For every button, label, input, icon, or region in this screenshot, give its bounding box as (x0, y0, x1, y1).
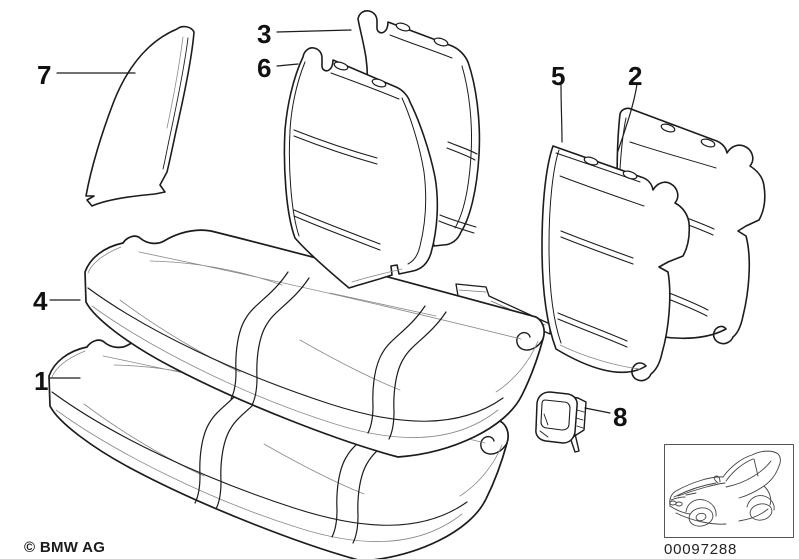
callout-leader-lines (49, 29, 638, 414)
callout-7[interactable]: 7 (37, 60, 52, 90)
leader-line-3 (276, 29, 352, 33)
leader-line-5 (560, 84, 563, 143)
callout-5[interactable]: 5 (551, 61, 566, 91)
diagram-reference-number: 00097288 (664, 541, 738, 558)
part-drawing-7-side-trim (85, 25, 195, 207)
leader-line-2 (617, 83, 638, 152)
vehicle-thumbnail (664, 444, 794, 538)
callout-2[interactable]: 2 (628, 61, 643, 91)
car-icon (669, 450, 781, 527)
leader-line-8 (584, 407, 611, 414)
callout-1[interactable]: 1 (34, 366, 49, 396)
part-drawing-6-backrest (283, 47, 439, 289)
callout-8[interactable]: 8 (613, 402, 628, 432)
callout-3[interactable]: 3 (257, 19, 272, 49)
part-drawing-8-latch (535, 391, 587, 453)
copyright-notice: © BMW AG (24, 539, 106, 556)
callout-4[interactable]: 4 (33, 286, 48, 316)
callout-6[interactable]: 6 (257, 53, 272, 83)
part-drawing-5-backrest (541, 145, 691, 382)
leader-line-6 (276, 63, 299, 67)
